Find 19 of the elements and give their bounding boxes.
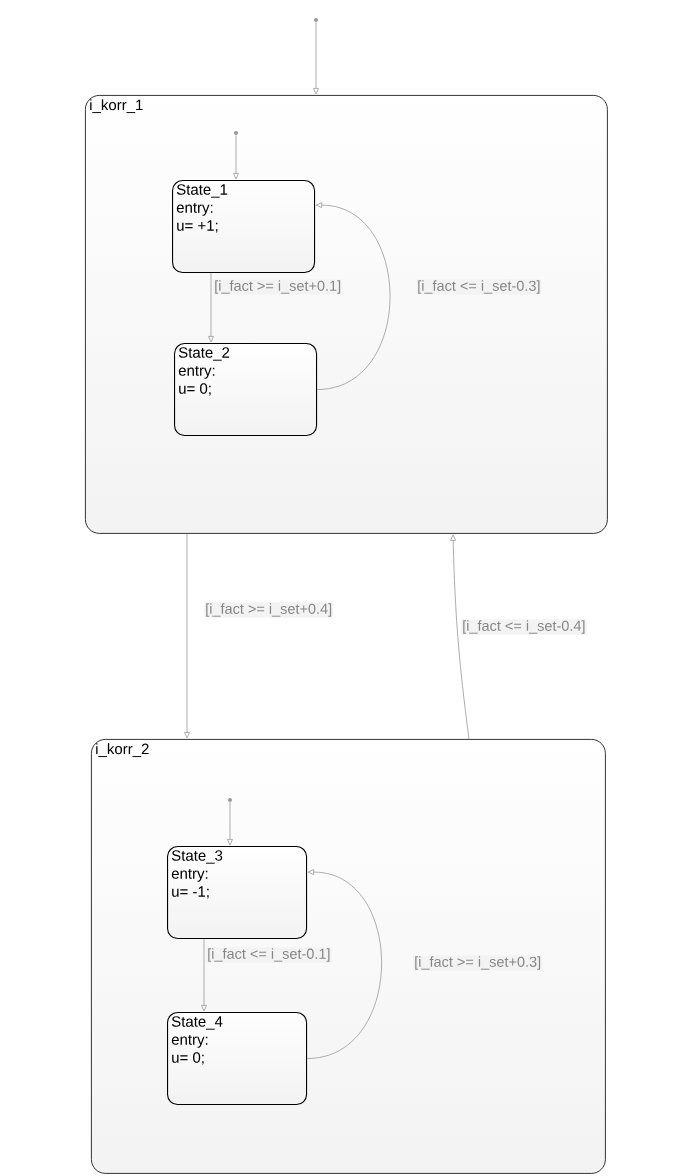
edge-label: [i_fact <= i_set-0.4] [461, 619, 587, 635]
arrow [233, 134, 239, 180]
arrow [201, 938, 207, 1012]
arrow [184, 533, 190, 739]
edge-label: [i_fact >= i_set+0.3] [413, 955, 543, 971]
state-box: State_4 entry: u= 0; [167, 1012, 308, 1106]
edge-label: [i_fact <= i_set-0.3] [416, 279, 542, 295]
arrow [315, 202, 391, 390]
arrow [306, 869, 382, 1059]
edge-label: [i_fact >= i_set+0.1] [213, 279, 343, 295]
state-box: State_1 entry: u= +1; [172, 180, 316, 274]
arrow [313, 21, 319, 95]
arrow [227, 801, 233, 846]
arrow [450, 534, 470, 740]
state-box: State_3 entry: u= -1; [167, 846, 308, 940]
edge-label: [i_fact <= i_set-0.1] [206, 947, 332, 963]
edge-label: [i_fact >= i_set+0.4] [204, 602, 334, 618]
state-box: State_2 entry: u= 0; [174, 343, 318, 437]
arrow [208, 272, 214, 343]
